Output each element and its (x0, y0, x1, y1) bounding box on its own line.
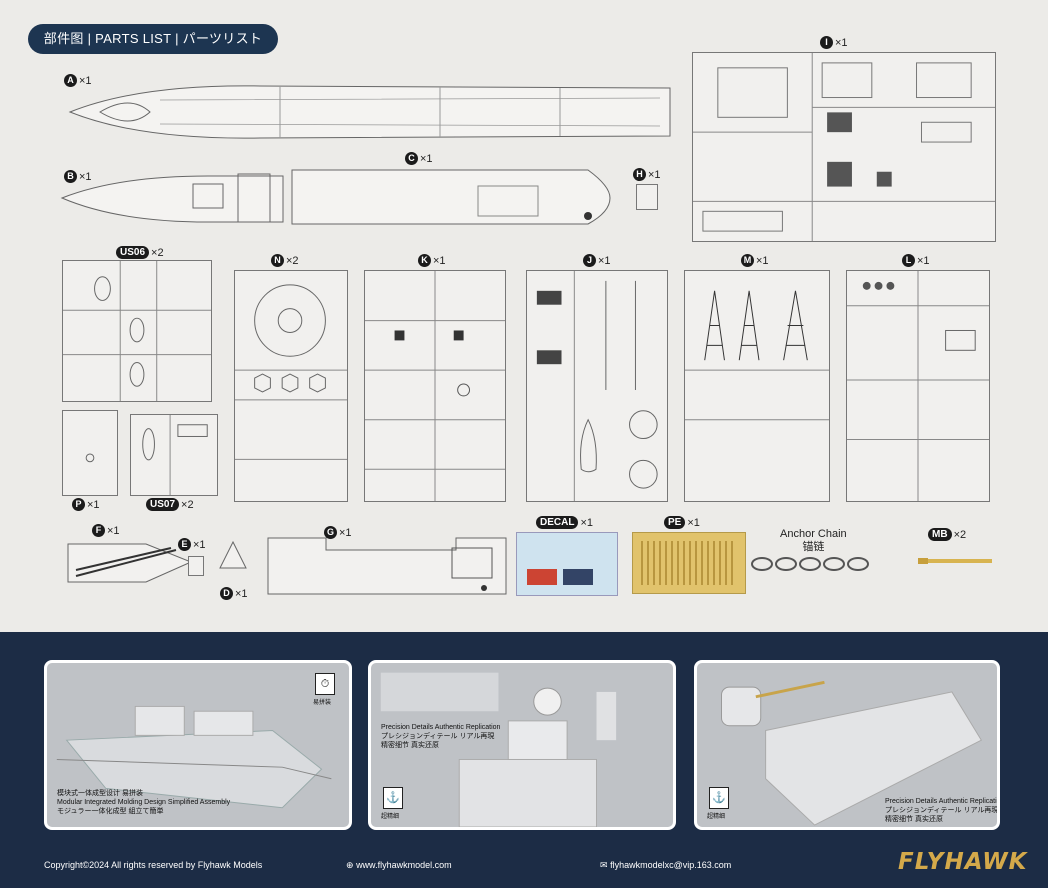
part-id: A (64, 74, 77, 87)
part-label-mb: MB×2 (928, 528, 966, 541)
copyright: Copyright©2024 All rights reserved by Fl… (44, 860, 263, 870)
part-label-k: K×1 (418, 254, 446, 267)
promo-band: ⏱ 易拼装 模块式一体成型设计 易拼装 Modular Integrated M… (0, 632, 1048, 888)
parts-area: 部件图 | PARTS LIST | パーツリスト A×1 B×1 C×1 (28, 24, 996, 600)
promo-panel-detail-superstructure: Precision Details Authentic Replication … (368, 660, 676, 830)
part-d (219, 540, 247, 569)
panel1-text: 模块式一体成型设计 易拼装 Modular Integrated Molding… (57, 790, 231, 815)
sprue-n (234, 270, 348, 502)
flyhawk-logo: FLYHAWK (898, 849, 1028, 875)
part-label-us06: US06×2 (116, 246, 164, 259)
sprue-k (364, 270, 506, 502)
part-label-a: A×1 (64, 74, 92, 87)
part-label-m: M×1 (741, 254, 769, 267)
part-g (267, 537, 507, 595)
stopwatch-icon: ⏱ (315, 673, 335, 695)
page-title: 部件图 | PARTS LIST | パーツリスト (28, 24, 278, 54)
metal-barrel (918, 558, 992, 564)
hull-part-a (68, 85, 671, 139)
part-label-decal: DECAL×1 (536, 516, 593, 529)
sprue-l (846, 270, 990, 502)
part-label-f: F×1 (92, 524, 120, 537)
sprue-us06 (62, 260, 212, 402)
sprue-p (62, 410, 118, 496)
precision-icon: ⚓ (709, 787, 729, 809)
part-label-g: G×1 (324, 526, 352, 539)
anchor-chain (751, 557, 869, 571)
mail-icon: ✉ (600, 860, 608, 870)
promo-panel-detail-gun: Precision Details Authentic Replication … (694, 660, 1000, 830)
website-link[interactable]: ⊕ www.flyhawkmodel.com (346, 860, 452, 870)
sprue-us07 (130, 414, 218, 496)
deck-part-b (60, 173, 284, 223)
photo-etch-sheet (632, 532, 746, 594)
part-label-p: P×1 (72, 498, 100, 511)
part-f (67, 543, 193, 583)
anchor-chain-label: Anchor Chain 锚链 (780, 528, 847, 553)
sprue-j (526, 270, 668, 502)
part-label-i: I×1 (820, 36, 848, 49)
sprue-h (636, 184, 658, 210)
part-label-d: D×1 (220, 587, 248, 600)
email-link[interactable]: ✉ flyhawkmodelxc@vip.163.com (600, 860, 732, 870)
part-label-pe: PE×1 (664, 516, 700, 529)
globe-icon: ⊕ (346, 860, 354, 870)
part-label-e: E×1 (178, 538, 206, 551)
part-label-c: C×1 (405, 152, 433, 165)
part-label-n: N×2 (271, 254, 299, 267)
deck-part-c (291, 169, 611, 225)
sprue-i (692, 52, 996, 242)
part-label-j: J×1 (583, 254, 611, 267)
decal-sheet (516, 532, 618, 596)
panel2-text: Precision Details Authentic Replication … (381, 724, 501, 749)
sprue-e (188, 556, 204, 576)
part-label-b: B×1 (64, 170, 92, 183)
panel3-text: Precision Details Authentic Replication … (885, 798, 1000, 823)
part-label-l: L×1 (902, 254, 930, 267)
promo-panel-assembly: ⏱ 易拼装 模块式一体成型设计 易拼装 Modular Integrated M… (44, 660, 352, 830)
part-label-h: H×1 (633, 168, 661, 181)
precision-icon: ⚓ (383, 787, 403, 809)
part-label-us07: US07×2 (146, 498, 194, 511)
sprue-m (684, 270, 830, 502)
